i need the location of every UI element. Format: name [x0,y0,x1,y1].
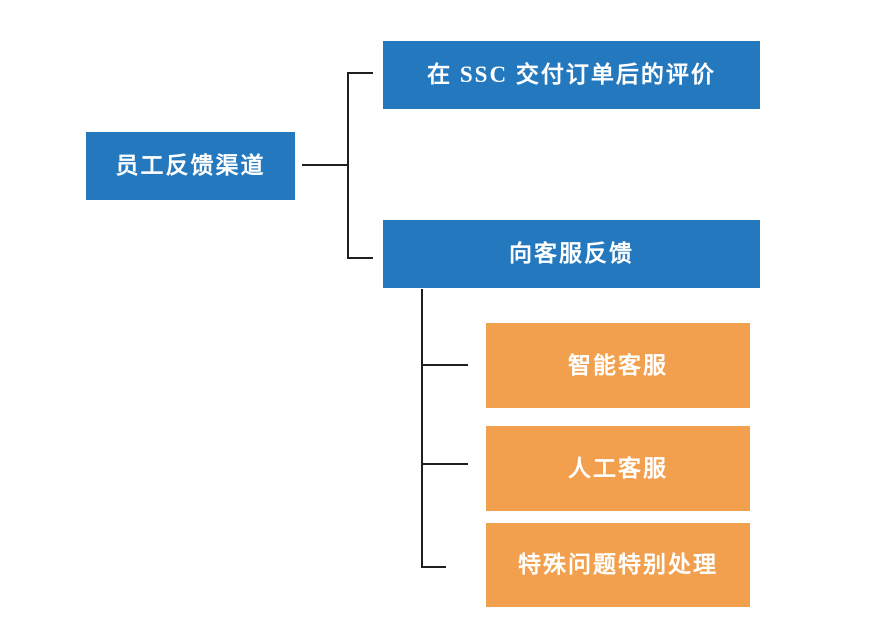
node-ssc-order-delivery-evaluation: 在 SSC 交付订单后的评价 [383,41,760,109]
node-label: 向客服反馈 [509,241,634,267]
connector-branch-child2 [349,257,373,259]
node-smart-customer-service: 智能客服 [486,323,750,408]
connector-branch-grandchild2 [423,463,468,465]
node-label: 特殊问题特别处理 [518,552,718,578]
connector-root-to-trunk [302,164,349,166]
connector-branch-grandchild1 [423,364,468,366]
connector-level2-trunk [421,289,423,568]
node-customer-service-feedback: 向客服反馈 [383,220,760,288]
node-label: 智能客服 [568,352,668,378]
connector-level1-trunk [347,72,349,259]
node-label: 在 SSC 交付订单后的评价 [427,62,716,88]
node-special-issue-handling: 特殊问题特别处理 [486,523,750,607]
node-label: 员工反馈渠道 [115,153,266,179]
node-human-customer-service: 人工客服 [486,426,750,511]
connector-branch-grandchild3 [423,566,446,568]
node-employee-feedback-channels: 员工反馈渠道 [86,132,295,200]
node-label: 人工客服 [568,455,668,481]
connector-branch-child1 [349,72,373,74]
